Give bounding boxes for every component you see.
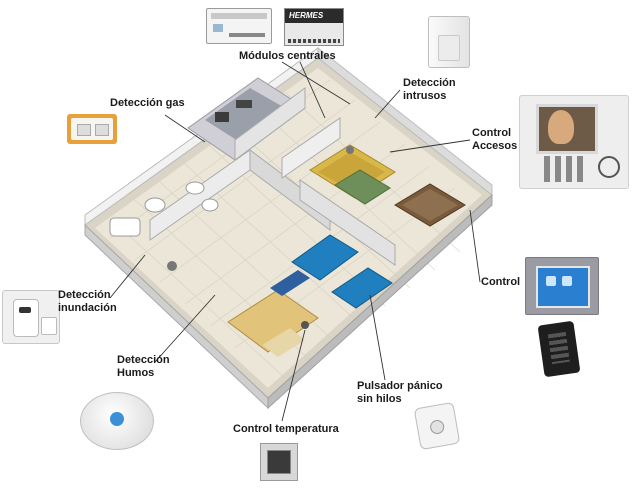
central-module-din-icon [206,8,272,44]
label-control: Control [481,276,521,288]
panic-button-icon [413,401,461,451]
flood-detector-icon [2,290,60,344]
module-brand-text: HERMES [289,11,324,20]
remote-control-icon [537,320,581,378]
smoke-detector-icon [80,392,154,452]
gas-detector-icon [67,114,117,144]
label-central-modules: Módulos centrales [239,50,336,62]
thermostat-icon [260,443,298,481]
label-smoke-detection: Detección Humos [117,354,170,379]
touch-panel-icon [525,257,599,315]
video-intercom-icon [519,95,629,189]
label-access-control: Control Accesos [472,127,518,152]
central-module-hermes-icon: HERMES [284,8,344,46]
label-gas-detection: Detección gas [110,97,185,109]
label-intrusion-detection: Detección intrusos [403,77,456,102]
label-temperature-control: Control temperatura [233,423,339,435]
pir-detector-icon [428,16,470,68]
label-panic-button: Pulsador pánico sin hilos [357,380,443,405]
label-flood-detection: Detección inundación [58,289,117,314]
